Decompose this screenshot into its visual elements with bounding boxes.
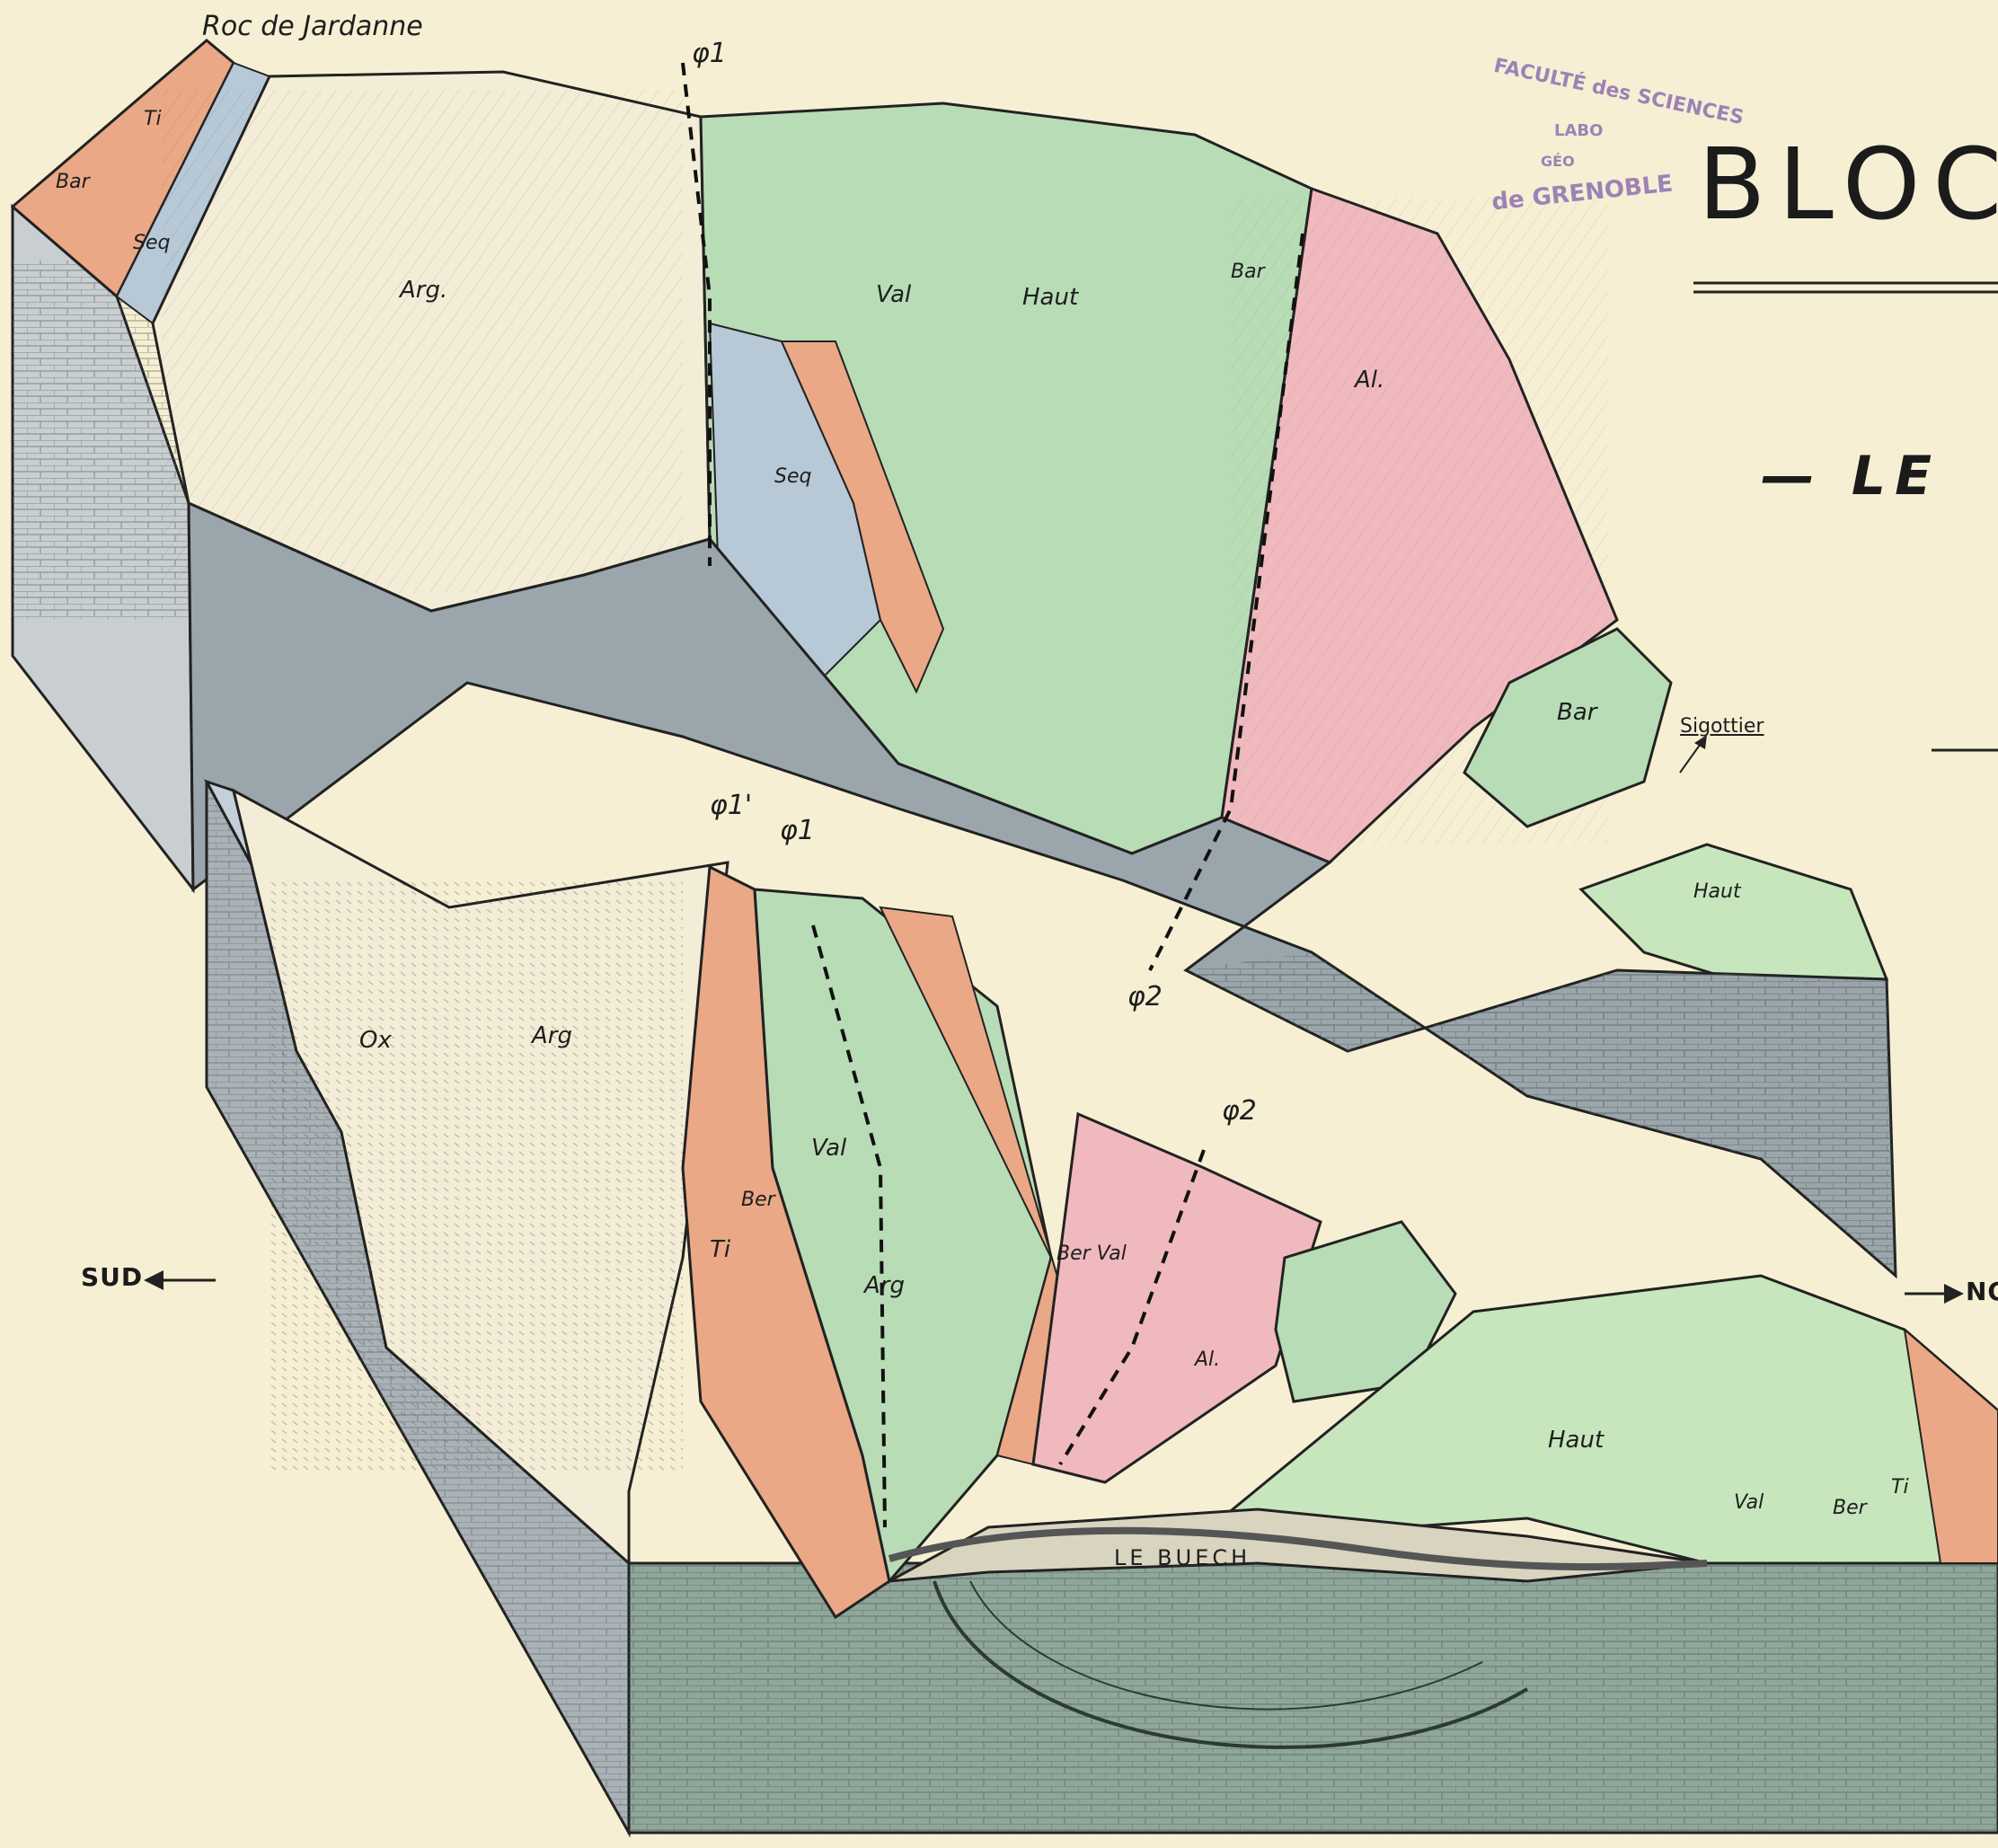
label-lower-val-right: Val xyxy=(1734,1493,1764,1513)
map-title: BLOC xyxy=(1698,135,1998,234)
site-label: Roc de Jardanne xyxy=(202,13,423,40)
label-upper-seq-left: Seq xyxy=(133,234,170,253)
lower-al xyxy=(1033,1114,1321,1482)
label-lower-ber-right: Ber xyxy=(1833,1499,1867,1518)
direction-south: SUD xyxy=(81,1265,143,1290)
direction-north: NO xyxy=(1966,1279,1998,1304)
label-lower-al: Al. xyxy=(1195,1350,1220,1370)
sigottier-arrow xyxy=(1680,735,1707,773)
label-fault-phi2-lower: φ2 xyxy=(1222,1098,1257,1125)
label-upper-seq-mid: Seq xyxy=(774,467,811,487)
label-lower-ti-right: Ti xyxy=(1891,1478,1909,1498)
label-lower-ber-val: Ber Val xyxy=(1056,1244,1127,1264)
label-lower-ber-left: Ber xyxy=(741,1190,775,1210)
label-upper-bar-low: Bar xyxy=(1557,701,1596,724)
label-lower-haut: Haut xyxy=(1548,1428,1604,1452)
map-subtitle: — LE xyxy=(1761,449,1941,503)
faculty-stamp: FACULTÉ des SCIENCES LABO GÉO de GRENOBL… xyxy=(1455,72,1725,225)
label-upper-haut: Haut xyxy=(1022,286,1078,309)
upper-haut-low xyxy=(1581,844,1887,988)
label-fault-phi2-upper: φ2 xyxy=(1127,984,1163,1011)
stamp-line-4: de GRENOBLE xyxy=(1490,171,1674,217)
river-label: LE BUECH xyxy=(1114,1547,1251,1569)
label-upper-ti: Ti xyxy=(144,110,162,129)
stamp-line-3: GÉO xyxy=(1541,153,1575,170)
label-upper-haut-low: Haut xyxy=(1693,882,1741,902)
label-lower-arg: Arg xyxy=(532,1024,572,1048)
label-upper-val: Val xyxy=(876,283,911,306)
label-upper-bar-left: Bar xyxy=(56,172,90,192)
place-label-sigottier: Sigottier xyxy=(1680,717,1764,737)
stamp-line-2: LABO xyxy=(1554,121,1603,140)
upper-arg-hatch xyxy=(162,90,683,593)
label-lower-ox: Ox xyxy=(359,1029,392,1052)
label-lower-arg-low: Arg xyxy=(864,1274,905,1297)
label-upper-arg: Arg. xyxy=(400,279,447,302)
label-upper-al: Al. xyxy=(1355,368,1384,392)
north-arrow xyxy=(1905,1284,1964,1304)
label-fault-phi1-lower: φ1 xyxy=(780,818,815,844)
label-upper-bar-right: Bar xyxy=(1231,262,1265,282)
label-fault-phi1-prime: φ1' xyxy=(710,792,752,819)
label-lower-ti: Ti xyxy=(710,1238,730,1261)
label-fault-phi1-upper: φ1 xyxy=(692,40,727,67)
lower-arg-hatch xyxy=(270,880,683,1473)
south-arrow xyxy=(144,1270,216,1290)
label-lower-val: Val xyxy=(811,1136,846,1160)
